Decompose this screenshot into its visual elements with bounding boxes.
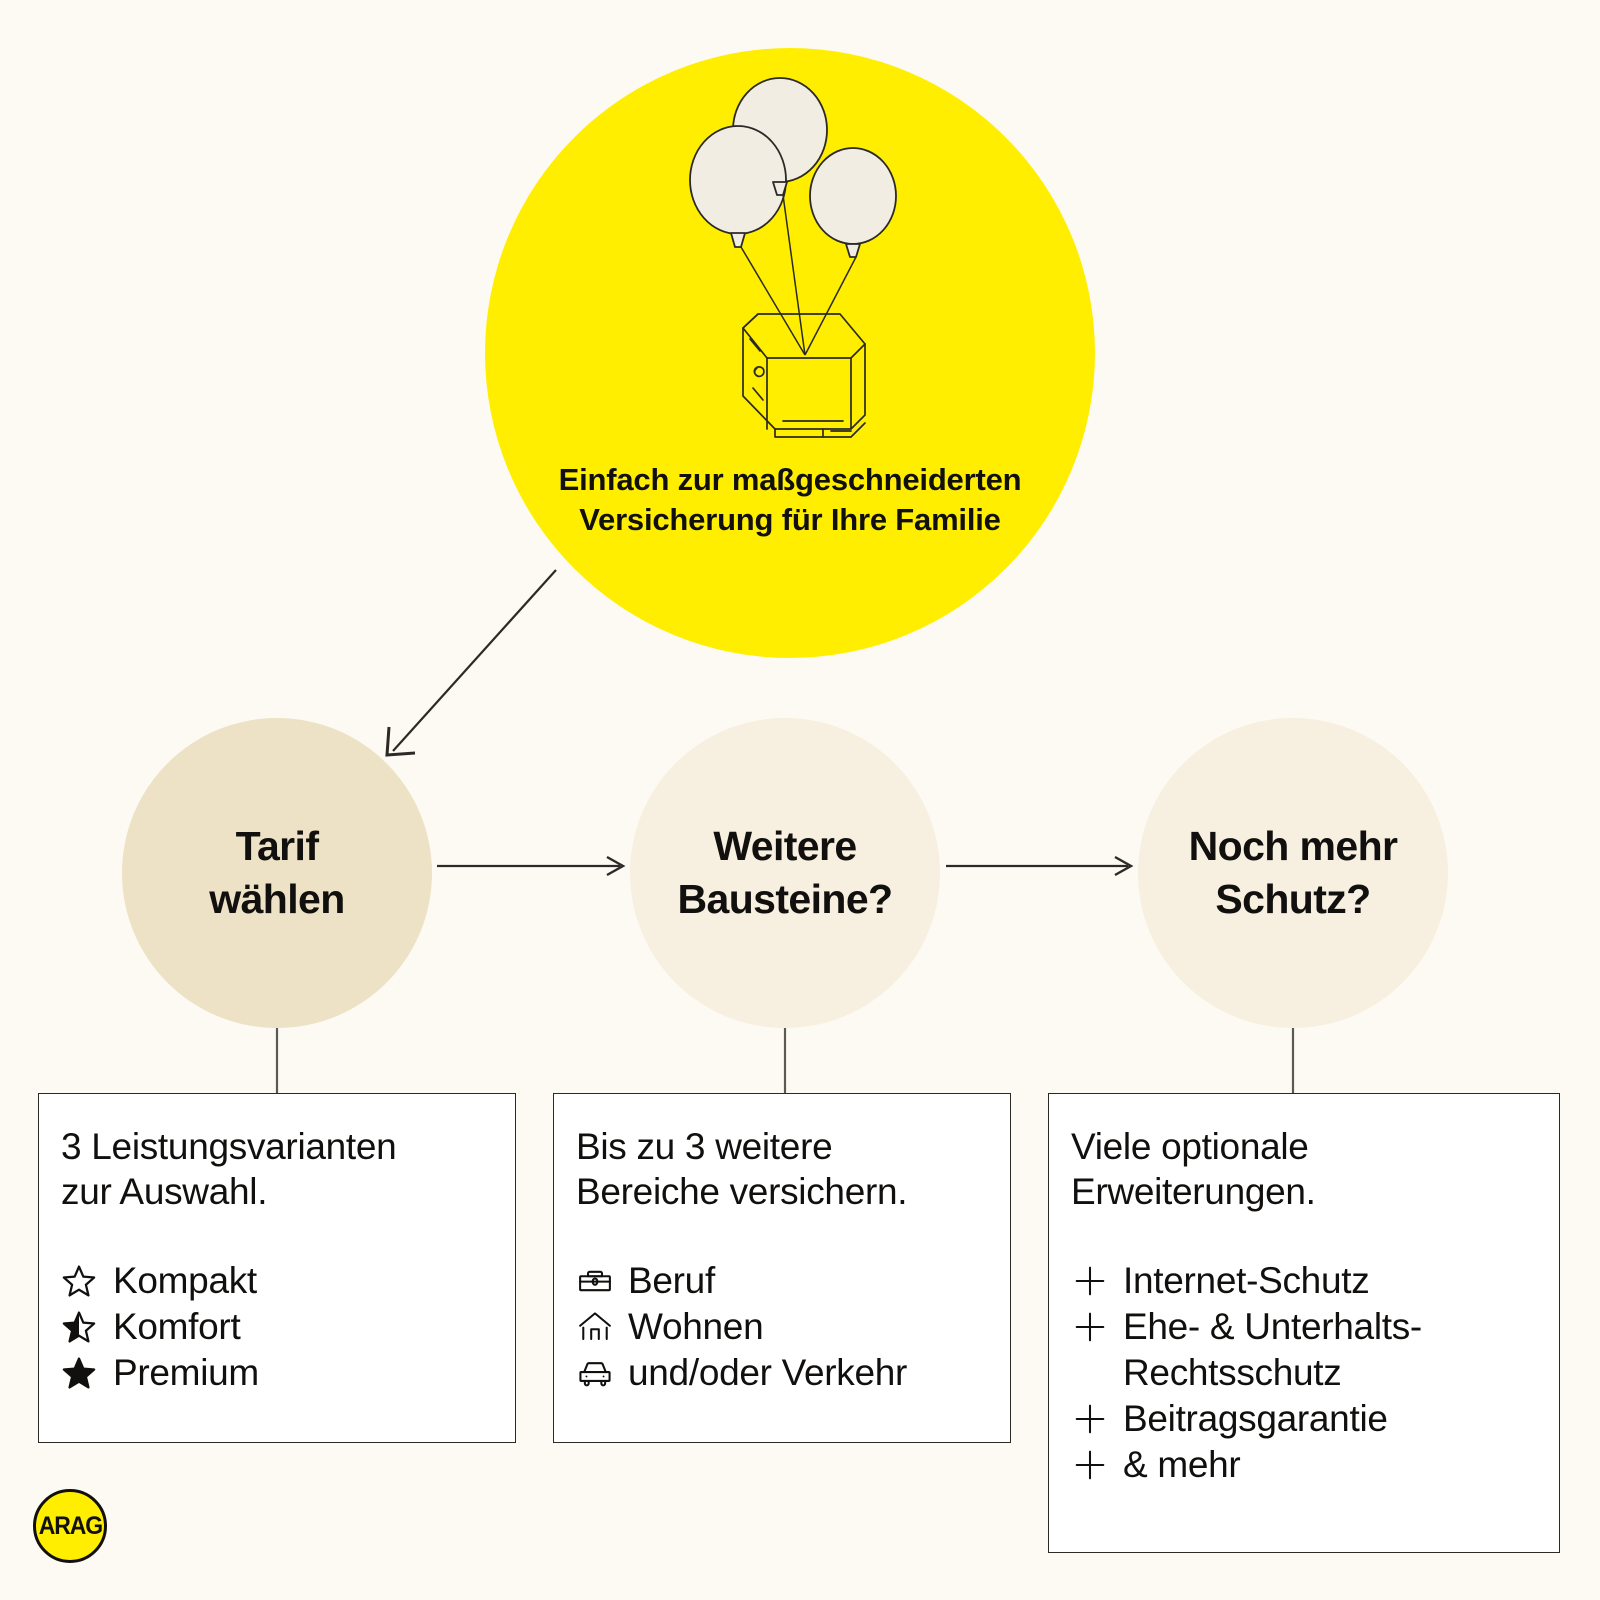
star-half-icon xyxy=(61,1304,113,1350)
balloons-lifting-book-icon xyxy=(689,77,897,438)
plus-icon xyxy=(1071,1258,1123,1304)
list-item: Kompakt xyxy=(61,1258,493,1304)
list-item-label: Ehe- & Unterhalts- Rechtsschutz xyxy=(1123,1306,1422,1393)
arrow-hero-to-tarif-head xyxy=(385,726,416,757)
info-box-bausteine: Bis zu 3 weitere Bereiche versichern. Be… xyxy=(553,1093,1011,1443)
star-full-icon xyxy=(61,1350,113,1396)
list-item-label: und/oder Verkehr xyxy=(628,1352,908,1393)
list-item-label: Premium xyxy=(113,1352,259,1393)
info-box-schutz: Viele optionale Erweiterungen. Internet-… xyxy=(1048,1093,1560,1553)
list-item: Ehe- & Unterhalts- Rechtsschutz xyxy=(1071,1304,1537,1396)
arrow-bausteine-to-schutz-head xyxy=(1114,855,1134,877)
toolbox-icon xyxy=(576,1258,628,1304)
arrow-tarif-to-bausteine-head xyxy=(606,855,626,877)
arag-logo[interactable]: ARAG xyxy=(33,1489,107,1563)
info-box-schutz-intro: Viele optionale Erweiterungen. xyxy=(1071,1126,1316,1212)
list-item-label: Wohnen xyxy=(628,1306,764,1347)
list-item-label: Komfort xyxy=(113,1306,241,1347)
plus-icon xyxy=(1071,1442,1123,1488)
arrow-hero-to-tarif-line xyxy=(392,569,557,752)
info-box-bausteine-list: Beruf Wohnen xyxy=(576,1258,988,1396)
step-label-schutz: Noch mehr Schutz? xyxy=(1188,823,1398,922)
step-label-bausteine: Weitere Bausteine? xyxy=(677,823,894,922)
plus-icon xyxy=(1071,1396,1123,1442)
hero-title: Einfach zur maßgeschneiderten Versicheru… xyxy=(558,462,1022,537)
info-box-bausteine-intro: Bis zu 3 weitere Bereiche versichern. xyxy=(576,1126,908,1212)
list-item: Premium xyxy=(61,1350,493,1396)
list-item-label: Beruf xyxy=(628,1260,715,1301)
car-icon xyxy=(576,1350,628,1396)
info-box-tarif-list: Kompakt Komfort xyxy=(61,1258,493,1396)
info-box-tarif-intro: 3 Leistungsvarianten zur Auswahl. xyxy=(61,1126,397,1212)
list-item: Komfort xyxy=(61,1304,493,1350)
list-item-label: Kompakt xyxy=(113,1260,257,1301)
info-box-tarif: 3 Leistungsvarianten zur Auswahl. Kompak… xyxy=(38,1093,516,1443)
step-circle-bausteine[interactable]: Weitere Bausteine? xyxy=(630,718,940,1028)
list-item: Beitragsgarantie xyxy=(1071,1396,1537,1442)
list-item: & mehr xyxy=(1071,1442,1537,1488)
list-item: Internet-Schutz xyxy=(1071,1258,1537,1304)
step-circle-tarif[interactable]: Tarif wählen xyxy=(122,718,432,1028)
step-label-tarif: Tarif wählen xyxy=(209,823,345,922)
list-item-label: Internet-Schutz xyxy=(1123,1260,1370,1301)
list-item: Beruf xyxy=(576,1258,988,1304)
star-empty-icon xyxy=(61,1258,113,1304)
step-circle-schutz[interactable]: Noch mehr Schutz? xyxy=(1138,718,1448,1028)
list-item-label: Beitragsgarantie xyxy=(1123,1398,1388,1439)
list-item: und/oder Verkehr xyxy=(576,1350,988,1396)
list-item: Wohnen xyxy=(576,1304,988,1350)
list-item-label: & mehr xyxy=(1123,1444,1241,1485)
arag-logo-text: ARAG xyxy=(38,1511,102,1540)
house-icon xyxy=(576,1304,628,1350)
info-box-schutz-list: Internet-Schutz Ehe- & Unterhalts- Recht… xyxy=(1071,1258,1537,1488)
plus-icon xyxy=(1071,1304,1123,1350)
